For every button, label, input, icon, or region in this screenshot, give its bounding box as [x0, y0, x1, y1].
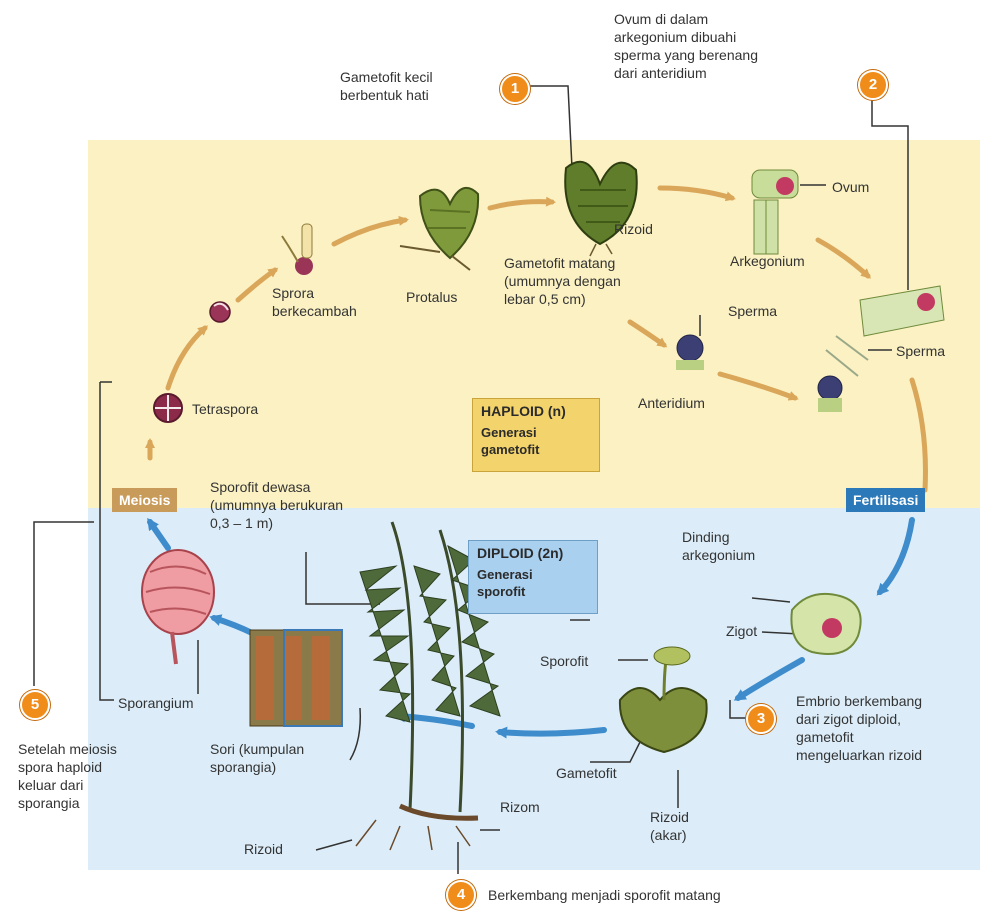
spore-illustration: [210, 302, 230, 322]
diploid-title: DIPLOID (2n): [477, 545, 563, 561]
label-sori: Sori (kumpulan sporangia): [210, 740, 304, 776]
label-spora-berkecambah: Sprora berkecambah: [272, 284, 357, 320]
fertilisasi-tag: Fertilisasi: [846, 488, 925, 512]
label-berkembang-sporofit: Berkembang menjadi sporofit matang: [488, 886, 721, 904]
label-sperma-top: Sperma: [728, 302, 777, 320]
label-tetraspora: Tetraspora: [192, 400, 258, 418]
label-dinding-arkegonium: Dinding arkegonium: [682, 528, 755, 564]
haploid-title: HAPLOID (n): [481, 403, 566, 419]
step-4-badge: 4: [446, 880, 476, 910]
haploid-subtitle: Generasi gametofit: [481, 424, 540, 458]
anteridium-lower-illustration: [818, 376, 842, 412]
label-ovum-dibuahi: Ovum di dalam arkegonium dibuahi sperma …: [614, 10, 758, 82]
step-3-badge: 3: [746, 704, 776, 734]
label-rizoid-bottom: Rizoid: [244, 840, 283, 858]
step-1-badge: 1: [500, 74, 530, 104]
label-gametofit-kecil: Gametofit kecil berbentuk hati: [340, 68, 433, 104]
diploid-box: DIPLOID (2n) Generasi sporofit: [468, 540, 598, 614]
label-gametofit-bottom: Gametofit: [556, 764, 617, 782]
anteridium-illustration: [676, 335, 704, 370]
label-rizom: Rizom: [500, 798, 540, 816]
label-sperma-right: Sperma: [896, 342, 945, 360]
label-rizoid-top: Rizoid: [614, 220, 653, 238]
zigot-illustration: [791, 594, 860, 654]
step-2-badge: 2: [858, 70, 888, 100]
label-anteridium: Anteridium: [638, 394, 705, 412]
label-arkegonium: Arkegonium: [730, 252, 805, 270]
sori-illustration: [250, 630, 342, 726]
label-rizoid-akar: Rizoid (akar): [650, 808, 689, 844]
step-5-badge: 5: [20, 690, 50, 720]
label-sporofit-small: Sporofit: [540, 652, 588, 670]
label-protalus: Protalus: [406, 288, 457, 306]
meiosis-tag: Meiosis: [112, 488, 177, 512]
label-zigot: Zigot: [726, 622, 757, 640]
label-embrio-berkembang: Embrio berkembang dari zigot diploid, ga…: [796, 692, 922, 764]
label-sporofit-dewasa: Sporofit dewasa (umumnya berukuran 0,3 –…: [210, 478, 343, 532]
label-sporangium: Sporangium: [118, 694, 194, 712]
diploid-subtitle: Generasi sporofit: [477, 566, 533, 600]
label-gametofit-matang: Gametofit matang (umumnya dengan lebar 0…: [504, 254, 621, 308]
tetraspora-illustration: [154, 394, 182, 422]
haploid-box: HAPLOID (n) Generasi gametofit: [472, 398, 600, 472]
label-ovum: Ovum: [832, 178, 869, 196]
label-setelah-meiosis: Setelah meiosis spora haploid keluar dar…: [18, 740, 117, 812]
